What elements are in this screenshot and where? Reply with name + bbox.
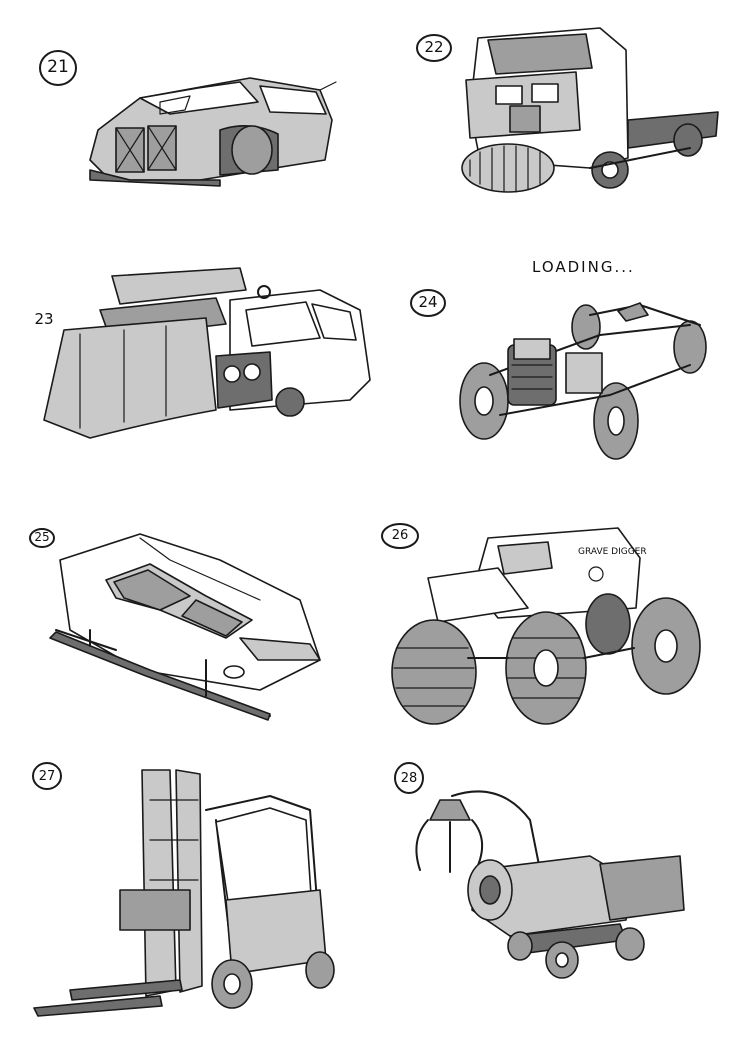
item-number-26: 26	[391, 528, 409, 543]
number-circle-26	[381, 523, 419, 549]
item-number-22: 22	[424, 38, 444, 56]
plow-van-icon	[43, 267, 371, 439]
number-circle-21	[39, 50, 77, 86]
forklift-icon	[33, 769, 335, 1017]
truck-lettering: GRAVE DIGGER	[578, 547, 647, 557]
item-number-23: 23	[34, 310, 54, 328]
item-number-25: 25	[34, 530, 50, 544]
item-number-27: 27	[38, 769, 56, 784]
item-number-28: 28	[400, 771, 418, 786]
vehicle-sketch-26: 26 GRAVE DIGGER	[378, 518, 723, 733]
vehicle-sketch-21: 21	[20, 30, 350, 200]
number-circle-24	[410, 289, 446, 317]
ski-car-icon	[49, 533, 321, 721]
roller-truck-icon	[461, 27, 719, 193]
loading-caption: LOADING...	[532, 258, 635, 276]
number-circle-28	[394, 762, 424, 794]
vehicle-sketch-22: 22	[400, 20, 720, 200]
number-circle-22	[416, 34, 452, 62]
monster-truck-icon: GRAVE DIGGER	[391, 527, 701, 725]
item-number-24: 24	[418, 293, 438, 311]
number-circle-25	[29, 528, 55, 548]
vehicle-sketch-25: 25	[20, 520, 350, 730]
vehicle-sketch-27: 27	[20, 760, 350, 1030]
vehicle-sketch-23: 23	[20, 260, 380, 460]
number-circle-27	[32, 762, 62, 790]
claw-vehicle-icon	[415, 790, 685, 979]
armored-car-icon	[89, 77, 337, 187]
vehicle-sketch-24: LOADING... 24	[400, 255, 730, 470]
item-number-21: 21	[47, 57, 69, 77]
vehicle-sketch-28: 28	[380, 760, 710, 1000]
buggy-chassis-icon	[459, 302, 707, 460]
